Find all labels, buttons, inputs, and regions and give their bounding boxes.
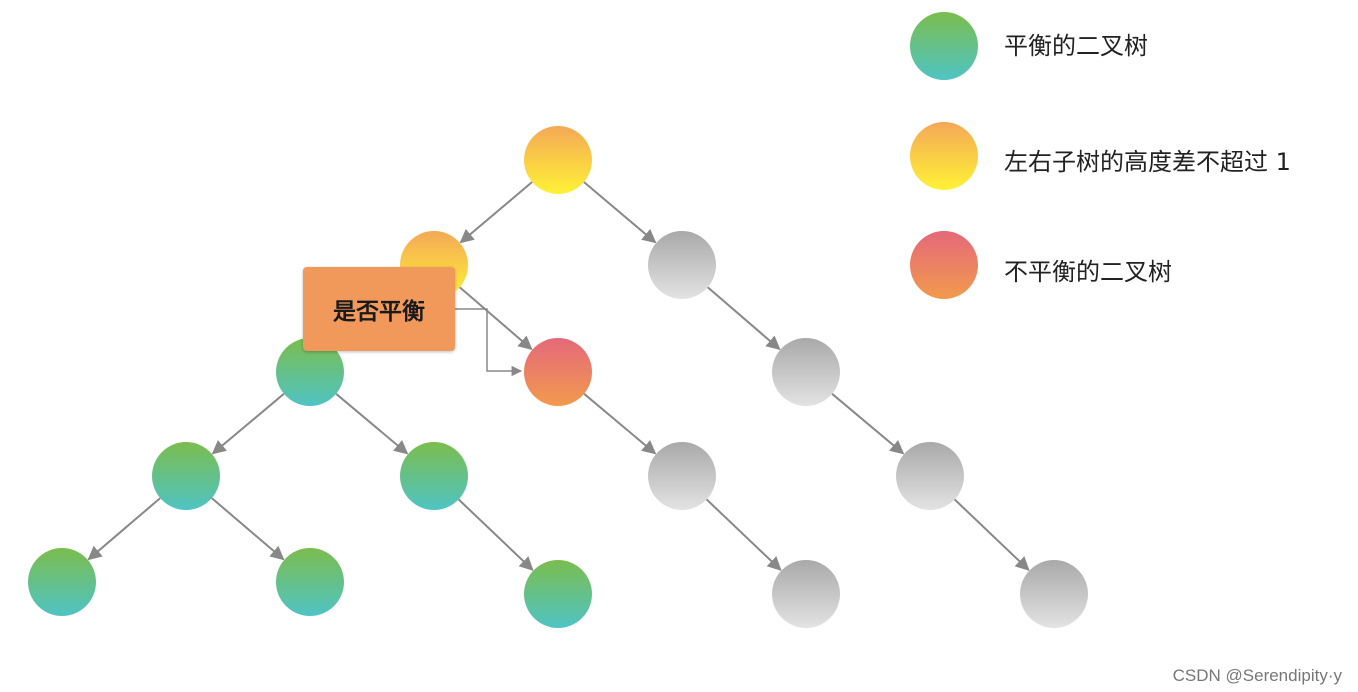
- tree-node-LRR: [648, 442, 716, 510]
- legend-swatch-red: [910, 231, 978, 299]
- legend-swatch-yellow: [910, 122, 978, 190]
- tree-node-LLR: [400, 442, 468, 510]
- legend-label-balanced: 平衡的二叉树: [1004, 32, 1148, 60]
- legend-swatches: [910, 12, 978, 299]
- tree-edges: [87, 181, 1030, 571]
- tree-node-LR: [524, 338, 592, 406]
- edge-LLR-LLRR: [457, 498, 534, 571]
- edge-RR-RRR: [831, 393, 905, 455]
- tree-node-RR: [772, 338, 840, 406]
- check-connector: [455, 308, 523, 377]
- tree-node-R: [648, 231, 716, 299]
- tree-node-RRR: [896, 442, 964, 510]
- edge-LL-LLR: [335, 393, 409, 455]
- edge-root-L: [459, 181, 533, 244]
- edge-LR-LRR: [583, 393, 657, 455]
- balance-check-label: 是否平衡: [333, 299, 425, 325]
- tree-node-LRRR: [772, 560, 840, 628]
- check-connector-arrow: [455, 308, 523, 377]
- edge-R-RR: [707, 286, 781, 351]
- legend-label-height-diff: 左右子树的高度差不超过 1: [1004, 148, 1291, 176]
- legend-label-unbalanced: 不平衡的二叉树: [1004, 258, 1172, 286]
- edge-LLL-LLLL: [87, 497, 161, 561]
- edge-LL-LLL: [211, 393, 285, 455]
- tree-node-LLRR: [524, 560, 592, 628]
- tree-node-LLLR: [276, 548, 344, 616]
- tree-node-LLL: [152, 442, 220, 510]
- tree-nodes: [28, 126, 1088, 628]
- legend-swatch-green: [910, 12, 978, 80]
- edge-LLL-LLLR: [211, 497, 285, 561]
- edge-root-R: [583, 181, 657, 244]
- tree-node-LLLL: [28, 548, 96, 616]
- tree-node-RRRR: [1020, 560, 1088, 628]
- watermark: CSDN @Serendipity·y: [1172, 666, 1342, 685]
- tree-node-LL: [276, 338, 344, 406]
- edge-RRR-RRRR: [953, 498, 1030, 571]
- tree-node-root: [524, 126, 592, 194]
- edge-LRR-LRRR: [705, 498, 782, 571]
- balance-check-box: 是否平衡: [303, 267, 455, 351]
- edge-L-LR: [459, 286, 533, 351]
